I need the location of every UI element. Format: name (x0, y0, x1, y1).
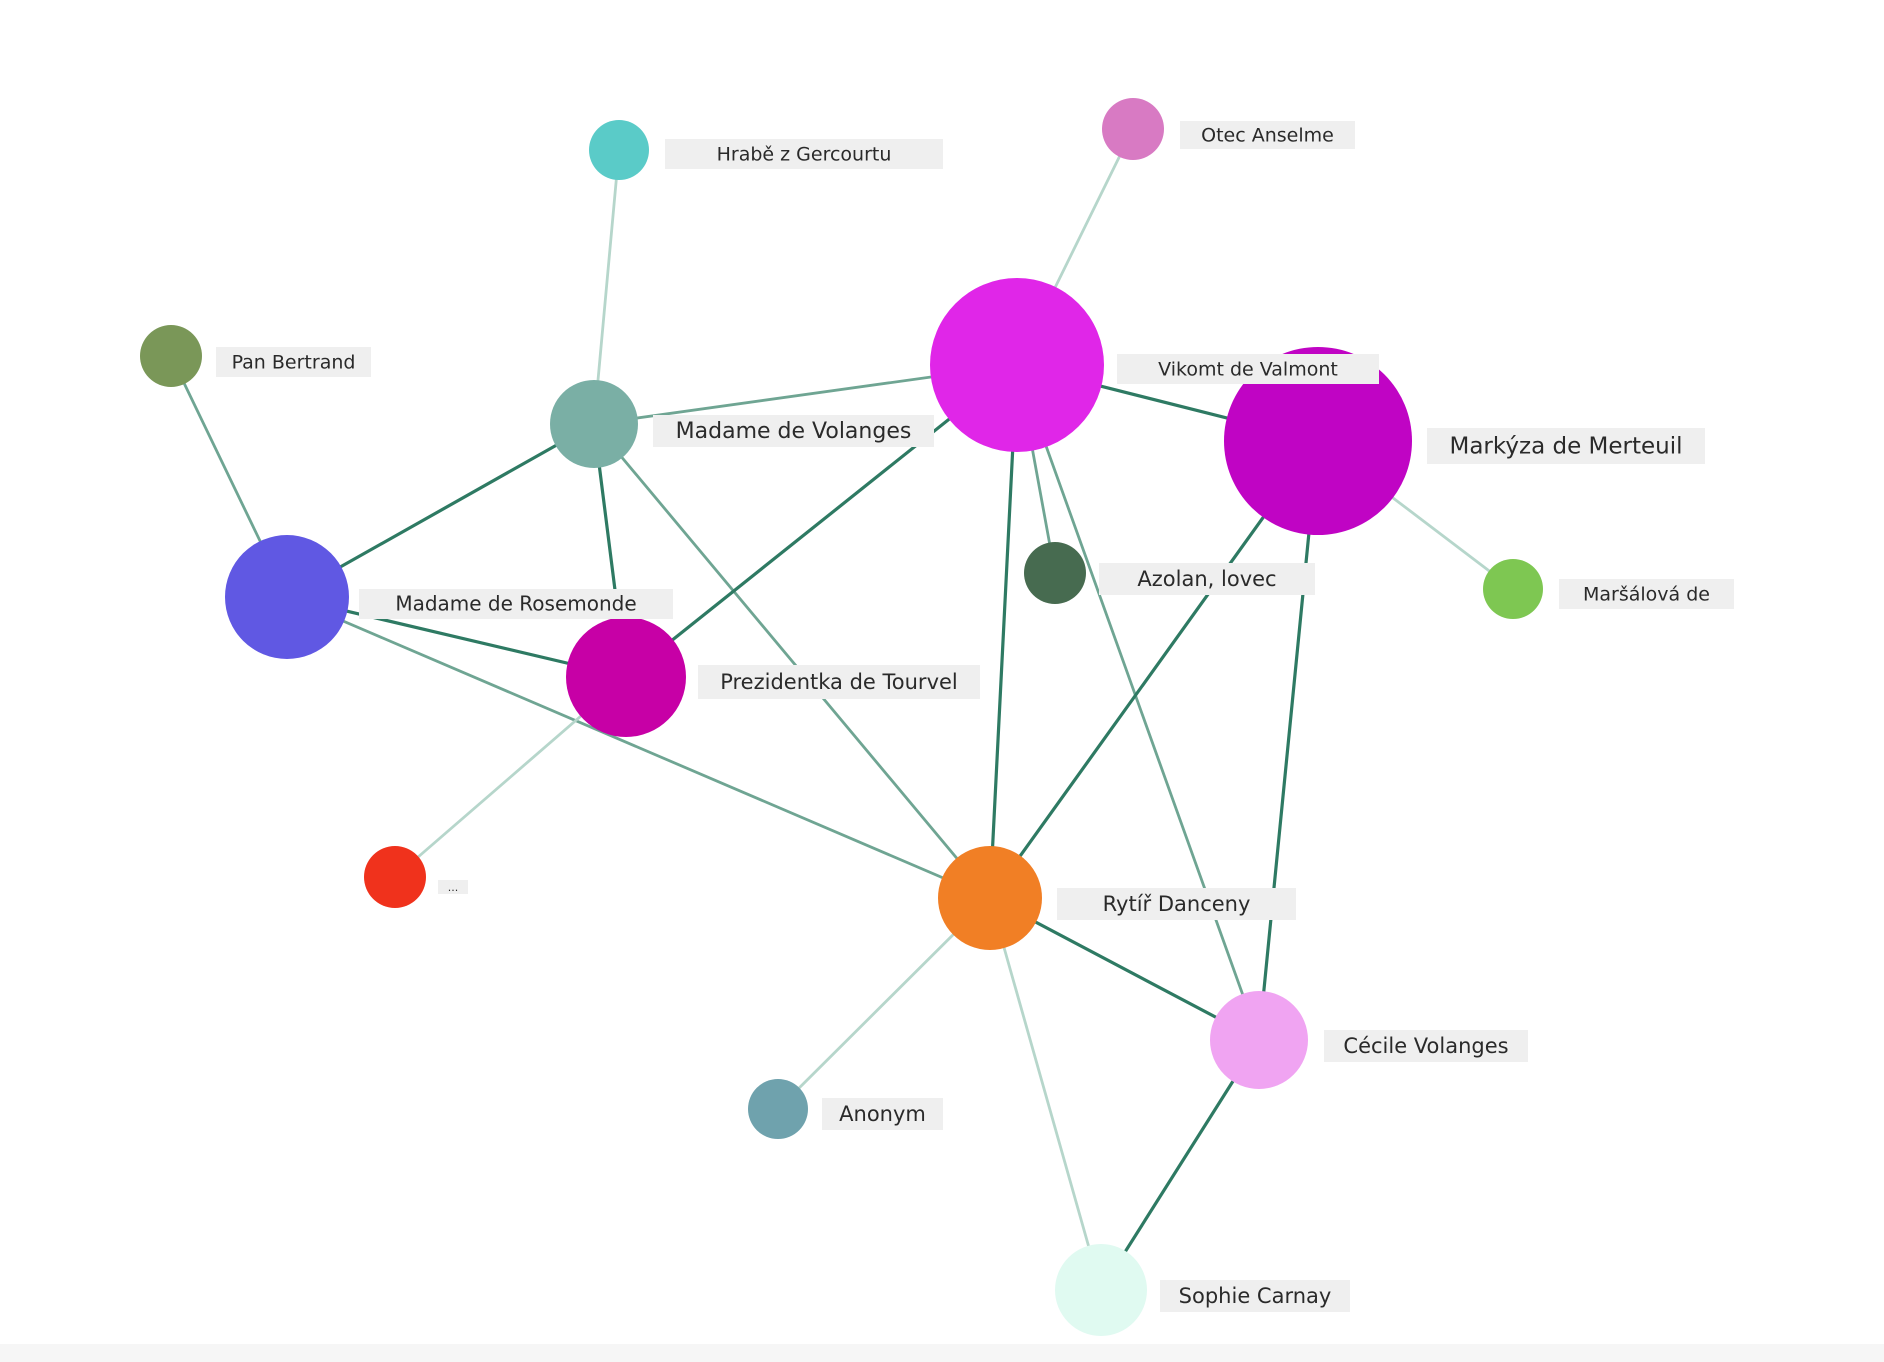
node-label-text: Otec Anselme (1201, 125, 1334, 147)
node-label-background (665, 139, 943, 169)
node-label-background (1160, 1280, 1350, 1312)
node-marsalova[interactable] (1483, 559, 1543, 619)
node-volanges[interactable] (550, 380, 638, 468)
node-rosemonde[interactable] (225, 535, 349, 659)
node-gercourt[interactable] (589, 120, 649, 180)
bottom-strip (0, 1344, 1884, 1362)
edge-volanges-danceny (592, 422, 992, 900)
node-label-gercourt: Hrabě z Gercourtu (665, 139, 943, 169)
node-anselme[interactable] (1102, 98, 1164, 160)
node-label-background (1099, 563, 1315, 595)
node-label-background (1324, 1030, 1528, 1062)
node-label-text: Vikomt de Valmont (1158, 359, 1338, 381)
node-label-anselme: Otec Anselme (1180, 121, 1355, 149)
node-merteuil[interactable] (1224, 347, 1412, 535)
node-label-text: Maršálová de (1583, 584, 1710, 606)
edge-valmont-danceny (988, 363, 1019, 900)
node-label-text: ... (448, 881, 459, 894)
node-label-text: Rytíř Danceny (1103, 892, 1251, 916)
node-label-background (698, 665, 980, 699)
node-label-background (822, 1098, 943, 1130)
edge-merteuil-cecile (1257, 439, 1320, 1042)
node-label-background (1559, 579, 1734, 609)
node-label-text: Markýza de Merteuil (1449, 434, 1682, 460)
node-label-text: Madame de Volanges (676, 419, 912, 444)
node-label-text: Anonym (839, 1102, 926, 1126)
node-label-azolan: Azolan, lovec (1099, 563, 1315, 595)
node-label-text: Madame de Rosemonde (395, 592, 636, 616)
edge-danceny-sophie (988, 896, 1103, 1292)
node-label-merteuil: Markýza de Merteuil (1427, 428, 1705, 464)
node-label-danceny: Rytíř Danceny (1057, 888, 1296, 920)
node-danceny[interactable] (938, 846, 1042, 950)
node-label-background (216, 347, 371, 377)
node-label-text: Pan Bertrand (232, 352, 356, 374)
node-label-unknown: ... (438, 880, 468, 894)
node-label-background (1117, 354, 1379, 384)
node-label-valmont: Vikomt de Valmont (1117, 354, 1379, 384)
node-tourvel[interactable] (566, 617, 686, 737)
node-sophie[interactable] (1055, 1244, 1147, 1336)
node-label-background (1057, 888, 1296, 920)
edge-cecile-sophie (1099, 1038, 1261, 1292)
node-anonym[interactable] (748, 1079, 808, 1139)
edge-gercourt-volanges (592, 148, 621, 426)
node-label-anonym: Anonym (822, 1098, 943, 1130)
node-label-marsalova: Maršálová de (1559, 579, 1734, 609)
node-label-bertrand: Pan Bertrand (216, 347, 371, 377)
edge-rosemonde-danceny (285, 595, 992, 900)
node-label-background (1180, 121, 1355, 149)
node-label-text: Hrabě z Gercourtu (717, 144, 892, 166)
node-cecile[interactable] (1210, 991, 1308, 1089)
node-label-background (359, 589, 673, 619)
nodes-layer (140, 98, 1543, 1336)
node-label-background (1427, 428, 1705, 464)
node-valmont[interactable] (930, 278, 1104, 452)
node-azolan[interactable] (1024, 542, 1086, 604)
node-label-sophie: Sophie Carnay (1160, 1280, 1350, 1312)
node-label-text: Prezidentka de Tourvel (720, 670, 958, 694)
node-label-text: Azolan, lovec (1137, 567, 1276, 591)
node-label-rosemonde: Madame de Rosemonde (359, 589, 673, 619)
node-label-text: Cécile Volanges (1343, 1034, 1508, 1058)
node-label-volanges: Madame de Volanges (653, 415, 934, 447)
node-label-background (438, 880, 468, 894)
node-label-tourvel: Prezidentka de Tourvel (698, 665, 980, 699)
node-unknown[interactable] (364, 846, 426, 908)
node-label-background (653, 415, 934, 447)
node-bertrand[interactable] (140, 325, 202, 387)
edge-valmont-cecile (1015, 363, 1261, 1042)
node-label-text: Sophie Carnay (1179, 1284, 1332, 1308)
node-label-cecile: Cécile Volanges (1324, 1030, 1528, 1062)
